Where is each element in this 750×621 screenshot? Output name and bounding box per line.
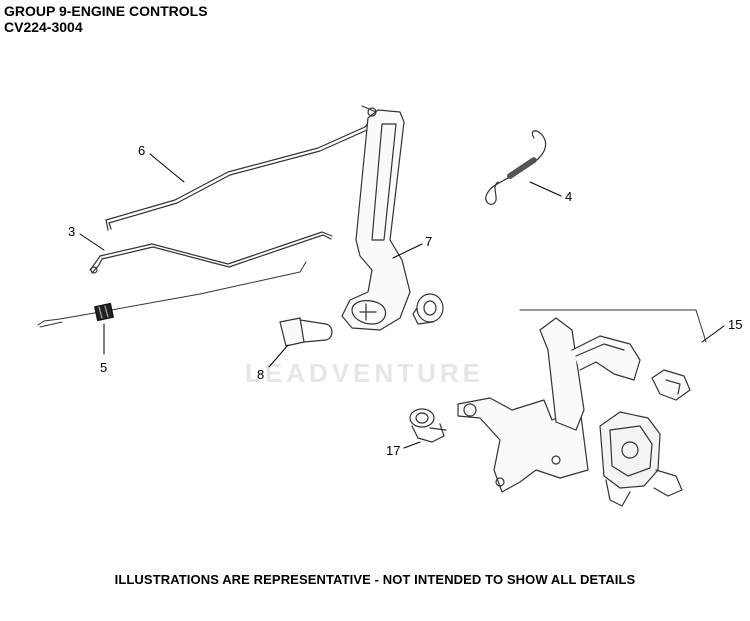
rod-part-6 — [105, 117, 376, 231]
bracket-assembly-part-15 — [457, 309, 707, 507]
watermark: LEADVENTURE — [245, 358, 485, 388]
leader-lines — [79, 153, 725, 449]
callout-15: 15 — [728, 317, 743, 332]
callout-7: 7 — [425, 234, 433, 249]
clip-part-17 — [409, 408, 447, 443]
disclaimer-footer: ILLUSTRATIONS ARE REPRESENTATIVE - NOT I… — [114, 572, 636, 587]
callout-3: 3 — [68, 224, 76, 239]
callout-6: 6 — [138, 143, 146, 158]
callout-4: 4 — [565, 189, 573, 204]
rod-part-3 — [89, 231, 333, 274]
callout-8: 8 — [257, 367, 265, 382]
cable-part-5 — [37, 261, 307, 328]
knob-part-8 — [279, 317, 333, 347]
model-number: CV224-3004 — [4, 19, 83, 35]
callout-5: 5 — [100, 360, 108, 375]
callout-17: 17 — [386, 443, 401, 458]
lever-part-7 — [341, 105, 411, 331]
washer — [412, 293, 444, 325]
spring-part-4 — [485, 130, 547, 205]
group-title: GROUP 9-ENGINE CONTROLS — [4, 3, 208, 19]
